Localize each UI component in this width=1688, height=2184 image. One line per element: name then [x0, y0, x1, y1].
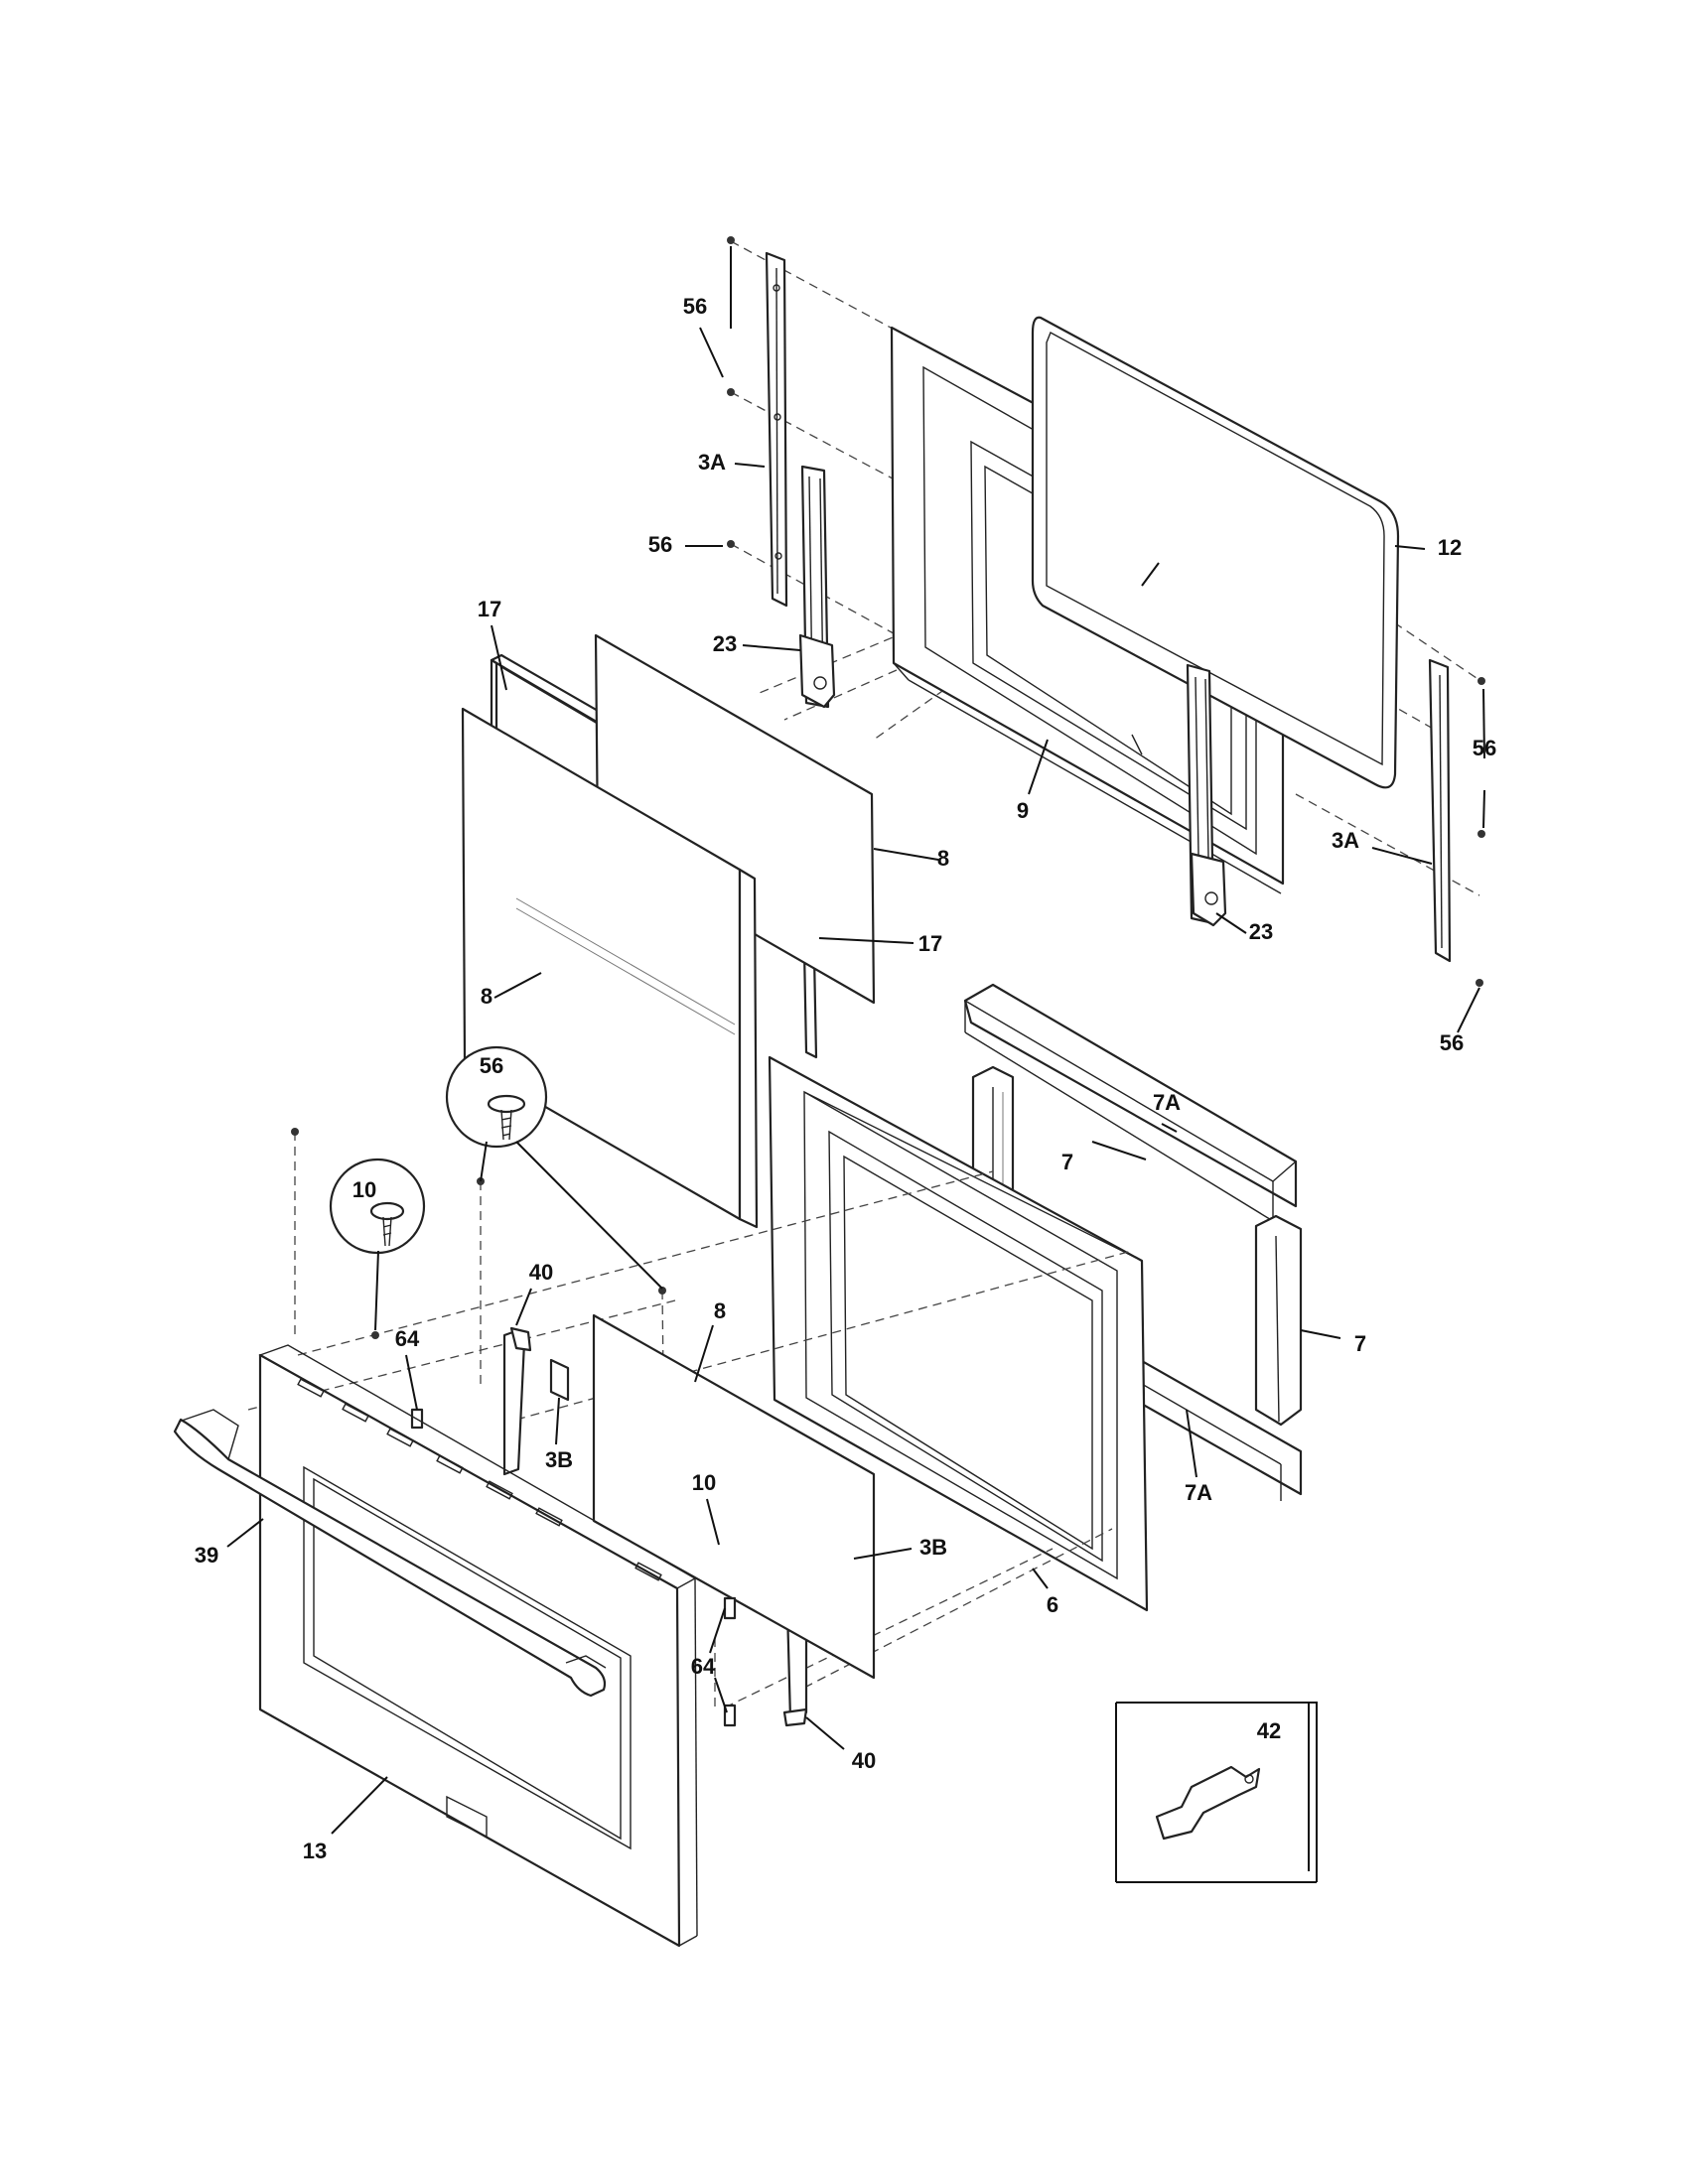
callout-17: 17 [918, 931, 942, 956]
leader-lines [226, 246, 1485, 1835]
callout-labels: 56 3A 56 23 12 17 9 8 17 8 56 3A 23 56 7… [195, 294, 1496, 1863]
hinge-23-left [798, 465, 836, 709]
callout-56: 56 [648, 532, 672, 557]
callout-17: 17 [478, 597, 501, 621]
gasket-frame-12 [1031, 316, 1400, 789]
glass-panel-8-rear [594, 633, 876, 1005]
glass-panel-8-lower [592, 1313, 876, 1680]
callout-9: 9 [1017, 798, 1029, 823]
callout-3B: 3B [919, 1535, 947, 1560]
spacer-64-b [723, 1596, 737, 1727]
callout-12: 12 [1438, 535, 1462, 560]
callout-6: 6 [1047, 1592, 1058, 1617]
door-vent-slots [297, 1378, 662, 1581]
hinge-strip-right-3A [1428, 658, 1452, 963]
handle-bracket-40-upper [502, 1326, 532, 1476]
callout-40: 40 [852, 1748, 876, 1773]
clip-3B-upper [549, 1358, 570, 1402]
callout-3B: 3B [545, 1447, 573, 1472]
callout-40: 40 [529, 1260, 553, 1285]
insulation-7-right [1254, 1214, 1303, 1427]
detail-box-42 [1115, 1702, 1318, 1883]
screw-56-right [1476, 677, 1485, 987]
outer-door-13 [258, 1344, 698, 1948]
callout-10: 10 [352, 1177, 376, 1202]
callout-56: 56 [480, 1053, 503, 1078]
callout-56: 56 [683, 294, 707, 319]
callout-8: 8 [937, 846, 949, 871]
callout-7: 7 [1354, 1331, 1366, 1356]
callout-13: 13 [303, 1839, 327, 1863]
callout-56: 56 [1440, 1030, 1464, 1055]
callout-64: 64 [395, 1326, 420, 1351]
callout-42: 42 [1257, 1718, 1281, 1743]
callout-23: 23 [1249, 919, 1273, 944]
screw-56-top [727, 236, 735, 548]
detail-bubble-10 [329, 1158, 426, 1255]
callout-64: 64 [691, 1654, 716, 1679]
door-handle-39 [173, 1409, 607, 1698]
callout-7A: 7A [1185, 1480, 1212, 1505]
callout-3A: 3A [698, 450, 726, 475]
callout-56: 56 [1473, 736, 1496, 760]
callout-23: 23 [713, 631, 737, 656]
callout-3A: 3A [1332, 828, 1359, 853]
hinge-strip-left-3A [765, 251, 788, 608]
hinge-23-right [1186, 663, 1227, 927]
callout-7A: 7A [1153, 1090, 1181, 1115]
insulation-7A-top [963, 983, 1298, 1222]
callout-8: 8 [481, 984, 492, 1009]
callout-7: 7 [1061, 1150, 1073, 1174]
detail-bubble-56 [445, 1045, 548, 1149]
door-liner-6 [768, 1055, 1149, 1612]
callout-39: 39 [195, 1543, 218, 1568]
callout-8: 8 [714, 1298, 726, 1323]
callout-10: 10 [692, 1470, 716, 1495]
